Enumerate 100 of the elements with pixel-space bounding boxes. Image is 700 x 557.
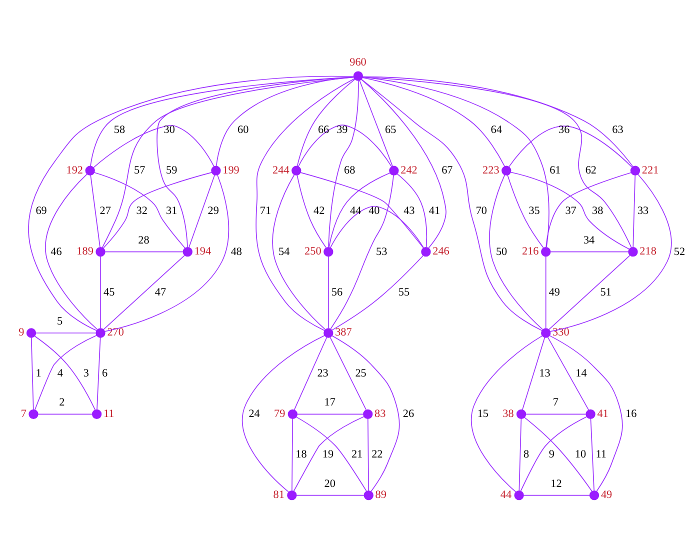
connector [256,78,355,330]
node-label: 194 [194,244,212,257]
connector [272,174,326,330]
node-label: 221 [642,164,659,176]
edge-label: 34 [583,234,595,246]
node-circle [541,246,551,256]
connector [45,173,98,330]
edge-label: 59 [166,164,178,176]
edge-label: 12 [550,477,562,490]
connector [296,174,326,248]
node-circle [324,328,334,338]
node-label: 9 [18,326,24,338]
connector [292,418,294,491]
connector [294,336,328,410]
connector [38,413,93,414]
node-circle [628,246,638,256]
edge-label: 61 [550,164,561,176]
edge-label: 5 [56,314,63,327]
node-circle [211,165,221,175]
connector [361,78,542,330]
node-circle [541,328,551,338]
node-circle [92,408,102,418]
edge-label: 49 [548,286,560,298]
connector [242,334,326,492]
node-label: 218 [640,244,656,257]
edge-label: 22 [372,448,383,460]
connector [188,174,216,248]
edge-label: 2 [59,396,65,408]
connector [90,174,100,247]
connector [100,256,101,328]
connector [522,336,546,410]
edge-label: 48 [230,245,242,258]
edge-label: 13 [539,367,550,380]
connector [332,254,424,330]
connector [545,256,546,328]
node-label: 244 [272,164,290,176]
edge-label: 37 [565,204,576,217]
edge-label: 55 [398,286,410,298]
node-circle [292,165,302,175]
node-circle [516,408,526,418]
edge-label: 66 [318,124,330,136]
node-label: 38 [502,407,514,420]
edge-label: 67 [442,164,453,176]
edge-label: 47 [154,286,166,298]
connector [28,75,354,330]
edge-label: 64 [490,124,502,136]
edge-label: 43 [404,204,415,217]
edge-label: 9 [548,448,554,460]
node-circle [324,246,334,256]
edge-label: 38 [592,204,604,217]
node-circle [364,490,374,500]
edge-label: 19 [322,448,334,460]
edge-label: 65 [385,124,396,136]
edge-label: 54 [278,245,290,258]
connector [90,76,354,166]
edge-label: 58 [114,124,126,136]
edge-label: 32 [136,204,148,217]
node-circle [182,246,192,256]
edge-label: 44 [350,204,362,217]
edge-label: 14 [576,367,587,380]
connector [332,334,400,492]
node-label: 960 [350,56,366,68]
connector [96,336,101,410]
edge-label: 70 [476,204,488,217]
edge-label: 50 [496,245,508,258]
connector [525,413,586,414]
node-label: 330 [552,326,570,338]
node-circle [502,165,512,175]
edge-label: 23 [317,367,328,380]
connector [523,494,590,496]
connector [102,76,354,248]
edge-label: 6 [102,367,108,380]
edge-label: 71 [260,204,272,217]
edge-label: 31 [166,204,178,217]
connector [368,418,369,491]
node-label: 89 [375,488,386,500]
connector [330,174,394,329]
node-circle [288,408,298,418]
node-circle [514,490,524,500]
edge-label: 36 [558,124,570,136]
node-circle [28,408,38,418]
edge-label: 26 [402,408,414,420]
node-label: 246 [432,244,450,257]
connector [30,336,34,410]
edge-label: 60 [238,124,249,136]
node-label: 192 [66,164,83,176]
edge-label: 42 [314,204,325,217]
connector [632,174,636,247]
node-label: 44 [500,488,512,500]
node-circle [421,246,431,256]
edge-label: 8 [524,448,530,460]
node-label: 250 [304,244,322,257]
connector [550,250,629,252]
connector [93,124,214,168]
connector [362,76,550,248]
edge-label: 57 [134,164,146,176]
edge-label: 1 [36,367,42,380]
edge-label: 28 [138,234,150,246]
edge-label: 17 [324,396,336,408]
node-label: 83 [374,407,386,420]
